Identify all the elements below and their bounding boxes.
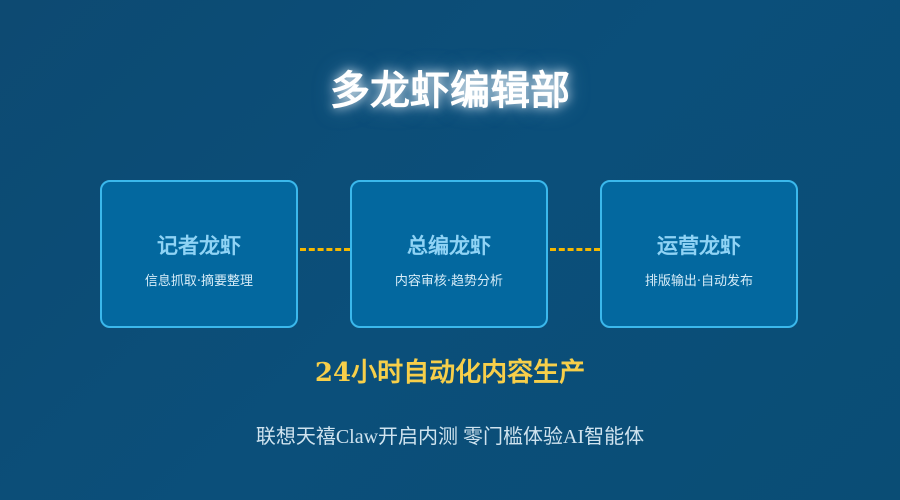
connector-line [550,248,600,251]
card-reporter: 记者龙虾 信息抓取·摘要整理 [100,180,298,328]
card-editor: 总编龙虾 内容审核·趋势分析 [350,180,548,328]
page-title: 多龙虾编辑部 [330,68,570,114]
footer-text: 联想天禧Claw开启内测 零门槛体验AI智能体 [255,426,645,448]
card-desc: 内容审核·趋势分析 [394,274,504,289]
connector-line [300,248,350,251]
card-name: 总编龙虾 [407,234,491,258]
card-name: 运营龙虾 [657,234,741,258]
card-operations: 运营龙虾 排版输出·自动发布 [600,180,798,328]
card-name: 记者龙虾 [157,234,241,258]
card-desc: 信息抓取·摘要整理 [144,274,254,289]
card-desc: 排版输出·自动发布 [644,274,754,289]
tagline: 24小时自动化内容生产 [314,358,586,388]
